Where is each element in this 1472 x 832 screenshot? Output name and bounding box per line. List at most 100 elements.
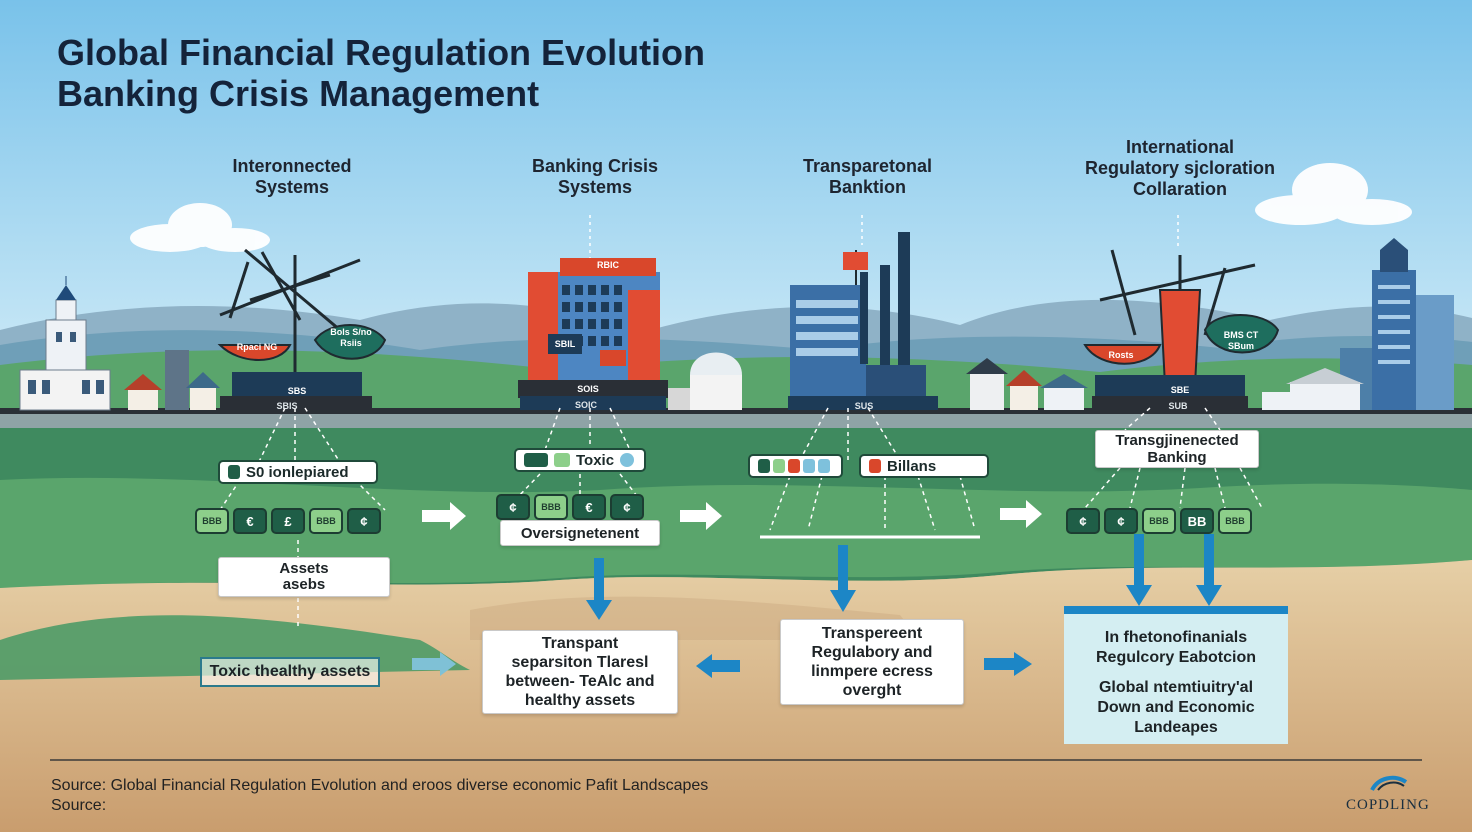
token: ¢ <box>1066 508 1100 534</box>
source-line-2: Source: <box>51 797 107 814</box>
scale-1-right-label: Bols S/no Rsiis <box>322 327 380 349</box>
tag-interconnected: S0 ionlepiared <box>218 460 378 484</box>
tag-interconnected-label: S0 ionlepiared <box>246 463 349 481</box>
tag-transgjinenected-line-1: Transgjinenected <box>1115 432 1239 449</box>
transparent-regulatory-line-1: Transpereent <box>821 625 923 642</box>
base-2-lower-label: SOIC <box>574 400 597 410</box>
house-icon <box>966 358 1008 410</box>
transparent-regulatory-box: Transpereent Regulabory and linmpere ecr… <box>780 619 964 705</box>
transparent-regulatory-line-2: Regulabory and <box>811 644 933 661</box>
scale-1-right-label-line-2: Rsiis <box>340 338 362 348</box>
transparent-separation-line-2: separsiton Tlaresl <box>511 654 649 671</box>
base-1-lower-label: SBIS <box>276 401 298 411</box>
column-heading-4-line-2: Regulatory sjcloration <box>1084 158 1276 178</box>
chip-icon <box>803 459 815 473</box>
column-heading-1-line-1: Interonnected <box>232 156 352 176</box>
tag-toxic-label: Toxic <box>576 451 615 469</box>
cloud-icon <box>130 163 1412 252</box>
outcome-paragraph-1-line-1: In fhetonofinanials <box>1104 629 1248 646</box>
base-2-label: SOIS <box>577 384 599 394</box>
right-arrow-icon <box>412 652 456 676</box>
chip-icon <box>228 465 240 479</box>
down-arrow-icon <box>1126 534 1222 606</box>
token: BBB <box>1142 508 1176 534</box>
outcome-paragraph-2: Global ntemtiuitry'al Down and Economic … <box>1064 678 1288 738</box>
token: BBB <box>1218 508 1252 534</box>
assets-box-line-1: Assets <box>279 560 329 577</box>
scale-4-left-label: Rosts <box>1108 350 1134 360</box>
house-icon <box>1006 370 1042 410</box>
token: BBB <box>195 508 229 534</box>
column-heading-2: Banking Crisis Systems <box>510 156 680 198</box>
down-arrow-icon <box>586 558 612 620</box>
transparent-separation-line-3: between- TeAlc and <box>505 673 655 690</box>
outcome-paragraph-1: In fhetonofinanials Regulcory Eabotcion <box>1064 628 1288 668</box>
brand-logo: COPDLING <box>1346 772 1430 814</box>
base-4-lower-label: SUB <box>1168 401 1188 411</box>
token-row-1: BBB € £ BBB ¢ <box>195 508 381 534</box>
chip-icon <box>620 453 635 467</box>
skyscraper-icon <box>1340 238 1454 410</box>
international-outcome-box: In fhetonofinanials Regulcory Eabotcion … <box>1064 606 1288 744</box>
token: ¢ <box>347 508 381 534</box>
column-heading-3-line-2: Banktion <box>828 177 906 197</box>
title-line-1: Global Financial Regulation Evolution <box>57 32 706 73</box>
chip-icon <box>773 459 785 473</box>
chip-icon <box>869 459 881 473</box>
observatory-icon <box>690 352 742 410</box>
outcome-paragraph-2-line-2: Down and Economic <box>1097 699 1255 716</box>
chip-icon <box>524 453 548 467</box>
tag-color-chips <box>748 454 843 478</box>
outcome-paragraph-2-line-1: Global ntemtiuitry'al <box>1098 679 1254 696</box>
down-arrow-icon <box>830 545 856 612</box>
base-3-label: SUS <box>854 401 874 411</box>
house-icon <box>124 374 162 410</box>
outcome-paragraph-1-line-2: Regulcory Eabotcion <box>1095 649 1257 666</box>
logo-text: COPDLING <box>1346 797 1430 813</box>
scale-4-right-label-line-2: SBum <box>1227 341 1254 351</box>
source-line-1: Source: Global Financial Regulation Evol… <box>51 777 709 794</box>
column-heading-2-line-2: Systems <box>557 177 633 197</box>
tag-billans-label: Billans <box>887 457 937 475</box>
right-arrow-icon <box>422 500 1042 530</box>
toxic-healthy-box: Toxic thealthy assets <box>200 657 380 687</box>
token: ¢ <box>496 494 530 520</box>
title-line-2: Banking Crisis Management <box>57 73 540 114</box>
column-heading-2-line-1: Banking Crisis <box>531 156 659 176</box>
token: £ <box>271 508 305 534</box>
outcome-paragraph-2-line-3: Landeapes <box>1134 719 1218 736</box>
logo-swoosh-icon <box>1370 775 1408 792</box>
transparent-separation-line-1: Transpant <box>541 635 619 652</box>
column-heading-1: Interonnected Systems <box>212 156 372 198</box>
token: € <box>572 494 606 520</box>
transparent-regulatory-line-3: linmpere ecress <box>811 663 933 680</box>
token: € <box>233 508 267 534</box>
token: ¢ <box>610 494 644 520</box>
capitol-building-icon <box>19 276 111 411</box>
government-building-icon <box>790 232 926 400</box>
tag-transgjinenected: Transgjinenected Banking <box>1095 430 1259 468</box>
left-arrow-icon <box>696 654 740 678</box>
scale-1-left-label: Rpaci NG <box>236 342 278 352</box>
tag-transgjinenected-line-2: Banking <box>1147 449 1207 466</box>
assets-box-line-2: asebs <box>282 576 326 593</box>
token: BBB <box>309 508 343 534</box>
column-heading-1-line-2: Systems <box>254 177 330 197</box>
bank-sign: RBIC <box>597 260 619 270</box>
column-heading-4-line-1: International <box>1125 137 1234 157</box>
right-arrow-icon <box>984 652 1032 676</box>
page-title: Global Financial Regulation Evolution Ba… <box>57 32 705 114</box>
token: ¢ <box>1104 508 1138 534</box>
transparent-regulatory-line-4: overght <box>842 682 902 699</box>
token-row-4: ¢ ¢ BBB BB BBB <box>1066 508 1252 534</box>
house-icon <box>1286 368 1364 410</box>
house-icon <box>186 372 220 410</box>
oversight-box: Oversignetenent <box>500 520 660 546</box>
chip-icon <box>554 453 570 467</box>
column-heading-3-line-1: Transparetonal <box>802 156 933 176</box>
scale-1-right-label-line-1: Bols S/no <box>330 327 372 337</box>
base-4-label: SBE <box>1170 385 1190 395</box>
token: BB <box>1180 508 1214 534</box>
